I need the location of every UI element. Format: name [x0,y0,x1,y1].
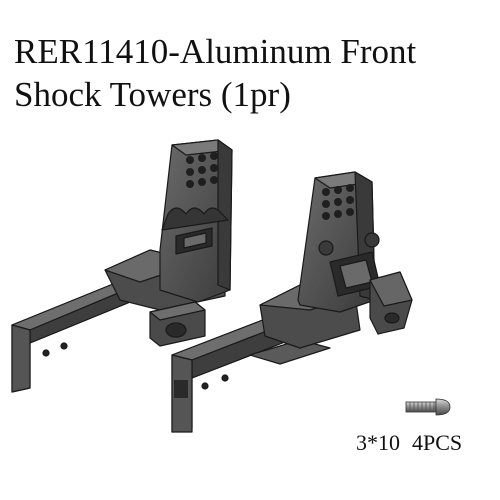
product-title-line1: RER11410-Aluminum Front [14,32,417,71]
screw-size-label: 3*10 [356,430,400,455]
button-head-screw-icon [405,398,451,416]
right-shock-tower-icon [171,171,413,433]
left-shock-tower-icon [11,139,233,393]
product-title-line2: Shock Towers (1pr) [14,75,291,114]
hardware-caption: 3*10 4PCS [356,430,462,456]
product-title: RER11410-Aluminum Front Shock Towers (1p… [14,30,494,116]
screw-quantity-label: 4PCS [412,430,463,455]
